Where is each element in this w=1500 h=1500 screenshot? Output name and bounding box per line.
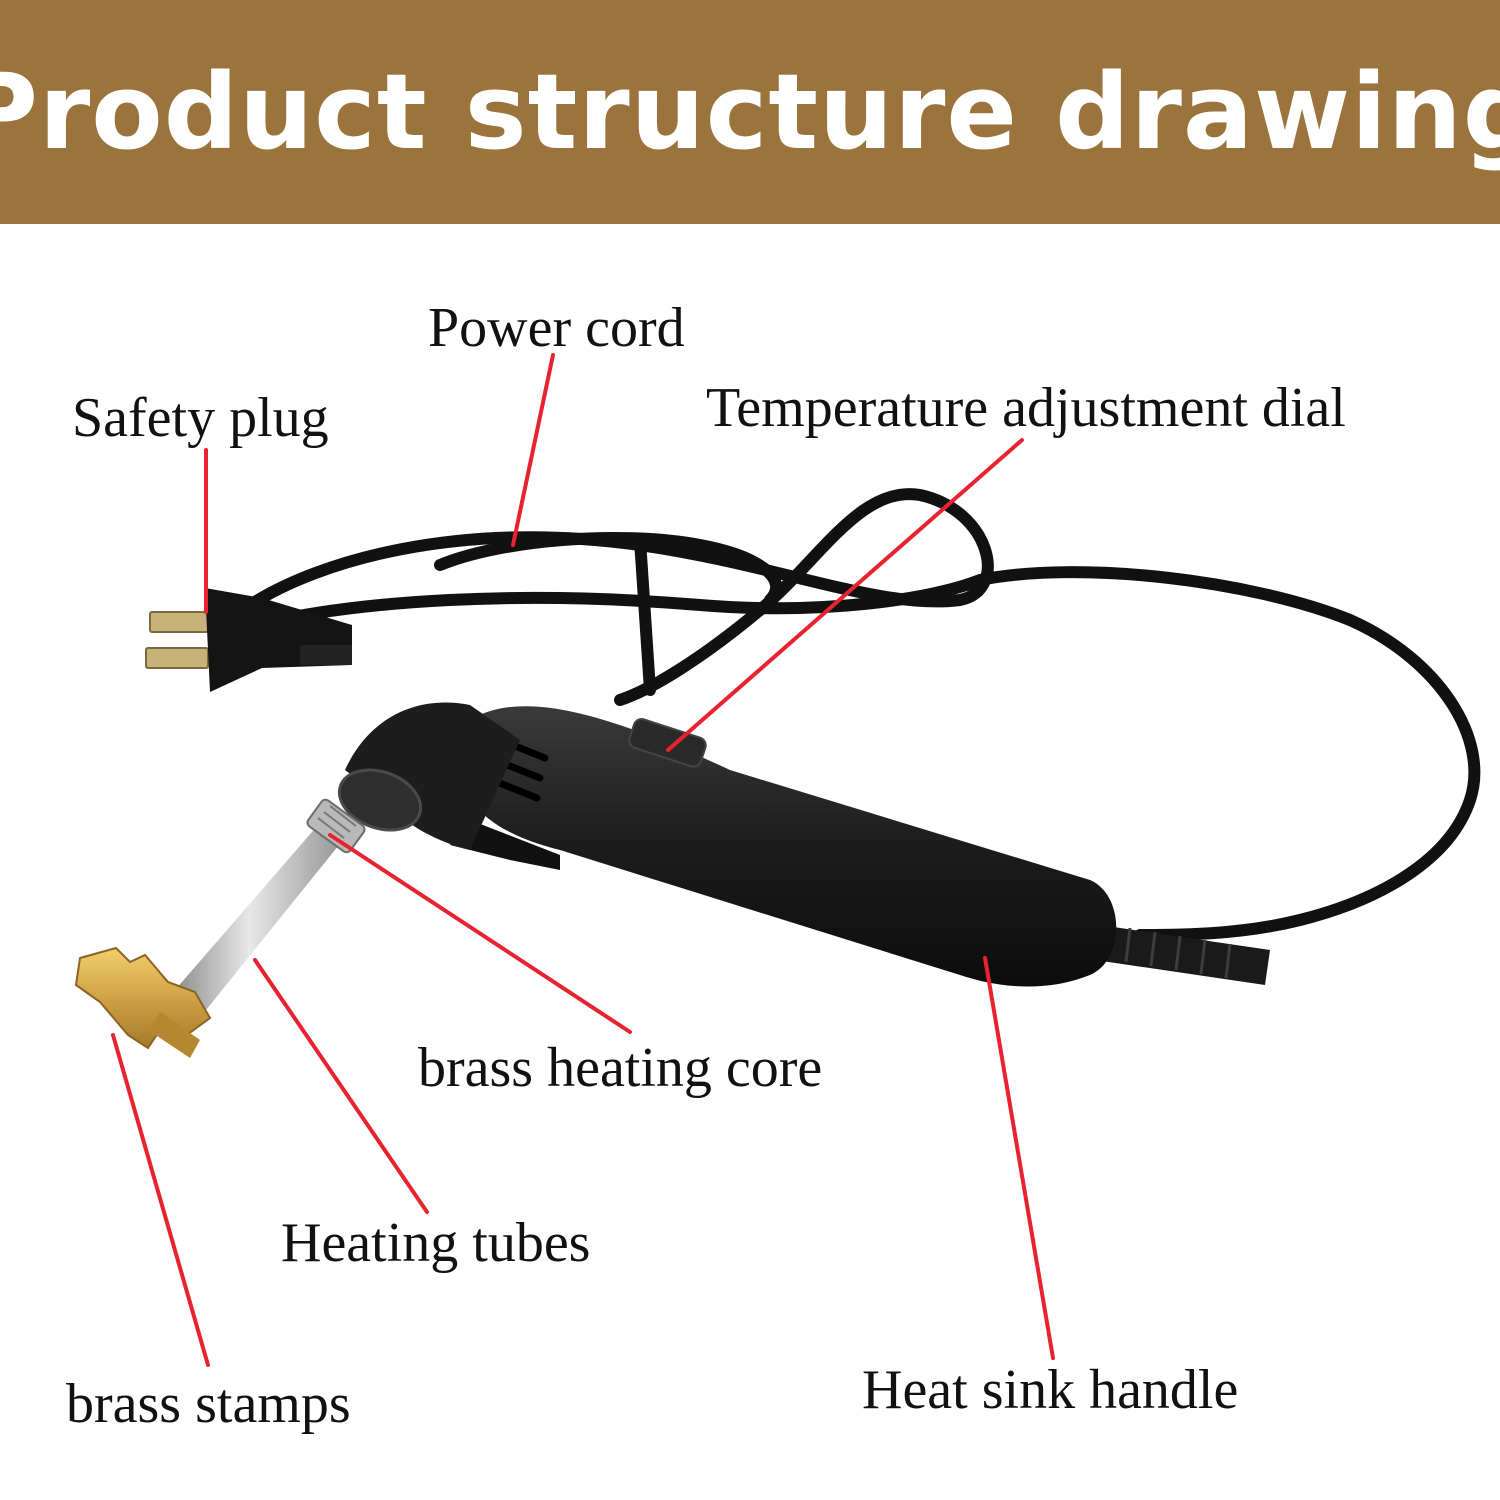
page-title: Product structure drawing [0, 51, 1500, 173]
callout-line-heating-tubes [253, 958, 429, 1214]
elbow-head [337, 702, 520, 850]
label-heating-tubes: Heating tubes [281, 1212, 591, 1274]
label-heat-sink-handle: Heat sink handle [862, 1359, 1239, 1421]
heat-sink-handle [450, 706, 1117, 987]
brass-stamp [74, 946, 212, 1058]
callout-line-brass-heating-core [328, 833, 632, 1034]
label-safety-plug: Safety plug [72, 387, 329, 449]
label-brass-heating-core: brass heating core [418, 1037, 823, 1099]
callout-line-brass-stamps [111, 1033, 210, 1367]
heating-tube [162, 798, 366, 1020]
callout-line-heat-sink-handle [983, 956, 1055, 1360]
header-banner: Product structure drawing [0, 0, 1500, 224]
callout-line-temperature-dial [666, 438, 1024, 752]
power-cord [244, 488, 1481, 941]
callout-lines [111, 353, 1055, 1367]
label-brass-stamps: brass stamps [66, 1373, 351, 1435]
safety-plug [145, 588, 352, 692]
label-power-cord: Power cord [428, 297, 685, 359]
label-temperature-dial: Temperature adjustment dial [706, 377, 1346, 439]
callout-line-power-cord [511, 353, 555, 547]
strain-relief [1095, 925, 1270, 985]
